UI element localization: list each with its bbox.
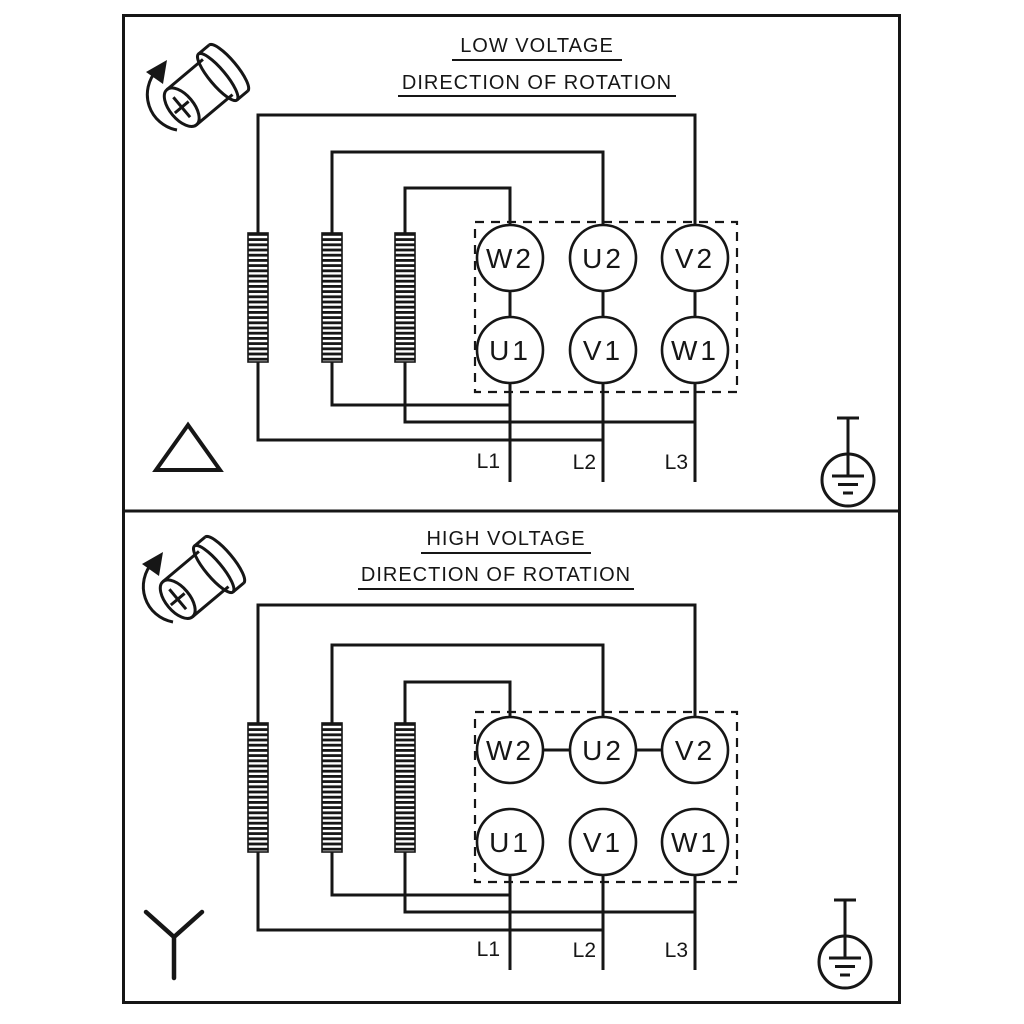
terminal-circle-w1 <box>660 807 730 877</box>
wire-coil1-to-v2 <box>256 603 697 723</box>
delta-bridge-links <box>508 291 697 317</box>
terminal-circle-u1 <box>475 315 545 385</box>
terminal-label-v2: V2 <box>675 735 715 766</box>
winding-coils <box>247 722 416 853</box>
terminal-label-u1: U1 <box>489 827 531 858</box>
wire-coil3-to-w1 <box>403 362 695 424</box>
wire-coil3-to-w2 <box>403 680 512 723</box>
winding-coils <box>247 232 416 363</box>
wire-coil3-to-w1 <box>403 852 695 914</box>
panel-low-voltage: LOW VOLTAGE DIRECTION OF ROTATION <box>144 35 876 508</box>
panel-title: LOW VOLTAGE <box>460 35 614 57</box>
terminal-circle-v1 <box>568 807 638 877</box>
ground-icon <box>820 416 876 508</box>
winding-top-wires <box>256 113 697 233</box>
panel-high-voltage: HIGH VOLTAGE DIRECTION OF ROTATION <box>140 528 873 990</box>
rotation-shaft-icon <box>140 530 252 632</box>
star-symbol <box>143 909 205 981</box>
terminal-board <box>473 220 739 394</box>
terminal-circle-v2 <box>660 715 730 785</box>
winding-top-wires <box>256 603 697 723</box>
winding-coil-2 <box>321 722 343 853</box>
wire-coil1-to-v2 <box>256 113 697 233</box>
wire-coil2-to-u1 <box>330 362 510 407</box>
terminal-label-w1: W1 <box>671 827 719 858</box>
terminal-label-w1: W1 <box>671 335 719 366</box>
winding-coil-1 <box>247 232 269 363</box>
terminal-block: W2 U2 V2 U1 V1 W1 <box>475 715 730 877</box>
terminal-label-v2: V2 <box>675 243 715 274</box>
panel-subtitle: DIRECTION OF ROTATION <box>402 72 672 94</box>
wire-coil1-to-v1 <box>256 362 603 442</box>
winding-coil-2 <box>321 232 343 363</box>
winding-coil-3 <box>394 722 416 853</box>
terminal-label-u2: U2 <box>582 735 624 766</box>
frame-border <box>122 14 901 1004</box>
wire-coil2-to-u2 <box>330 643 605 723</box>
ground-icon <box>817 898 873 990</box>
supply-lead-wires <box>508 383 697 482</box>
terminal-circle-w2 <box>475 223 545 293</box>
lead-label-l1: L1 <box>477 450 500 473</box>
supply-lead-wires <box>508 875 697 970</box>
terminal-circle-v2 <box>660 223 730 293</box>
terminal-label-w2: W2 <box>486 735 534 766</box>
lead-label-l3: L3 <box>665 939 688 962</box>
terminal-label-u1: U1 <box>489 335 531 366</box>
wire-coil2-to-u2 <box>330 150 605 233</box>
winding-bottom-wires <box>256 852 695 932</box>
terminal-circle-u1 <box>475 807 545 877</box>
rotation-shaft-icon <box>144 38 256 140</box>
terminal-circle-w2 <box>475 715 545 785</box>
terminal-circle-w1 <box>660 315 730 385</box>
lead-label-l1: L1 <box>477 938 500 961</box>
lead-label-l3: L3 <box>665 451 688 474</box>
wire-coil2-to-u1 <box>330 852 510 897</box>
lead-label-l2: L2 <box>573 939 596 962</box>
terminal-circle-u2 <box>568 223 638 293</box>
terminal-label-v1: V1 <box>583 827 623 858</box>
winding-coil-1 <box>247 722 269 853</box>
terminal-label-w2: W2 <box>486 243 534 274</box>
panel-title: HIGH VOLTAGE <box>426 528 585 550</box>
winding-coil-3 <box>394 232 416 363</box>
terminal-block: W2 U2 V2 U1 V1 W1 <box>475 223 730 385</box>
wire-coil3-to-w2 <box>403 186 512 233</box>
panel-subtitle: DIRECTION OF ROTATION <box>361 564 631 586</box>
terminal-label-v1: V1 <box>583 335 623 366</box>
wire-coil1-to-v1 <box>256 852 603 932</box>
terminal-circle-v1 <box>568 315 638 385</box>
delta-symbol <box>152 421 224 472</box>
winding-bottom-wires <box>256 362 695 442</box>
lead-label-l2: L2 <box>573 451 596 474</box>
terminal-board <box>473 710 739 884</box>
terminal-label-u2: U2 <box>582 243 624 274</box>
terminal-circle-u2 <box>568 715 638 785</box>
